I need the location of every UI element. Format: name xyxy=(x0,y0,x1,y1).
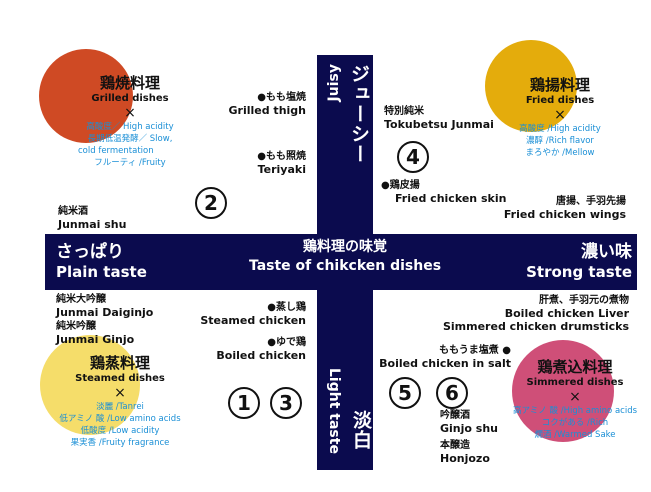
cross-icon: × xyxy=(124,105,136,121)
item-jp: ●もも塩焼 xyxy=(257,92,306,103)
item-jp: ●ゆで鶏 xyxy=(267,337,306,348)
sake-honjozo: 本醸造 Honjozo xyxy=(440,440,490,465)
dish-grilled-jp: 鶏焼料理 xyxy=(99,74,160,92)
item-fried-skin: ●鶏皮揚 Fried chicken skin xyxy=(381,180,506,205)
axis-top-en: Juisy xyxy=(326,64,342,102)
sake-en: Ginjo shu xyxy=(440,422,498,435)
sake-jp: 純米酒 xyxy=(58,206,88,217)
number-3-badge: 3 xyxy=(270,387,302,419)
note: 長期低温発酵／ Slow, xyxy=(87,134,173,144)
item-en: Boiled chicken in salt xyxy=(379,357,511,370)
dish-fried: 鶏揚料理 Fried dishes × 高酸度 /High acidity 濃醇… xyxy=(500,76,620,159)
title-jp: 鶏料理の味覚 xyxy=(303,239,387,255)
item-steamed-chicken: ●蒸し鶏 Steamed chicken xyxy=(200,302,306,327)
sake-daiginjo: 純米大吟醸 Junmai Daiginjo xyxy=(56,294,153,319)
item-teriyaki: ●もも照焼 Teriyaki xyxy=(257,151,306,176)
sake-ginjo-shu: 吟醸酒 Ginjo shu xyxy=(440,410,498,435)
note: 濃醇 /Rich flavor xyxy=(526,136,594,146)
number-1-badge: 1 xyxy=(228,387,260,419)
sake-en: Junmai shu xyxy=(58,218,127,231)
axis-right-en: Strong taste xyxy=(526,263,632,281)
chart-title: 鶏料理の味覚 Taste of chikcken dishes xyxy=(200,238,490,276)
cross-icon: × xyxy=(554,107,566,123)
item-boiled-chicken: ●ゆで鶏 Boiled chicken xyxy=(216,337,306,362)
sake-en: Junmai Ginjo xyxy=(56,333,135,346)
axis-top-jp: ジューシー xyxy=(348,64,370,164)
sake-jp: 純米大吟醸 xyxy=(56,294,106,305)
item-grilled-thigh: ●もも塩焼 Grilled thigh xyxy=(229,92,307,117)
note: cold fermentation xyxy=(78,146,154,156)
item-en: Fried chicken skin xyxy=(395,192,507,205)
item-jp: ●蒸し鶏 xyxy=(267,302,306,313)
fried-circle xyxy=(485,40,577,132)
item-en: Boiled chicken xyxy=(216,349,306,362)
note: 低アミノ 酸 /Low amino acids xyxy=(59,414,181,424)
sake-en: Junmai Daiginjo xyxy=(56,306,154,319)
dish-steamed-en: Steamed dishes xyxy=(75,373,165,384)
dish-fried-en: Fried dishes xyxy=(525,95,595,106)
dish-grilled-en: Grilled dishes xyxy=(91,93,169,104)
sake-jp: 吟醸酒 xyxy=(440,410,470,421)
dish-fried-jp: 鶏揚料理 xyxy=(529,76,590,94)
number-2-badge: 2 xyxy=(195,187,227,219)
note: 燗酒 /Warmed Sake xyxy=(534,430,616,440)
item-en: Teriyaki xyxy=(257,163,306,176)
axis-left-en: Plain taste xyxy=(56,263,147,281)
number-5-badge: 5 xyxy=(389,377,421,409)
note: フルーティ /Fruity xyxy=(94,158,166,168)
dish-steamed-jp: 鶏蒸料理 xyxy=(89,354,150,372)
dish-steamed: 鶏蒸料理 Steamed dishes × 淡麗 /Tanrei 低アミノ 酸 … xyxy=(50,354,190,449)
item-jp: ももうま塩煮 ● xyxy=(439,345,511,356)
axis-bottom-jp: 淡白 xyxy=(350,410,372,450)
number-6-badge: 6 xyxy=(436,377,468,409)
dish-simmered: 鶏煮込料理 Simmered dishes × 高アミノ 酸 /High ami… xyxy=(505,358,645,441)
dish-grilled: 鶏焼料理 Grilled dishes × 高酸度／ High acidity … xyxy=(60,74,200,169)
number-4-badge: 4 xyxy=(397,141,429,173)
item-jp: ●もも照焼 xyxy=(257,151,306,162)
item-en: Simmered chicken drumsticks xyxy=(442,320,629,333)
sake-en: Tokubetsu Junmai xyxy=(384,118,494,131)
item-liver: 肝煮、手羽元の煮物 Boiled chicken Liver Simmered … xyxy=(443,295,629,333)
item-salt: ももうま塩煮 ● Boiled chicken in salt xyxy=(379,345,511,370)
sake-jp: 本醸造 xyxy=(440,440,470,451)
axis-left: さっぱり Plain taste xyxy=(56,242,147,282)
simmered-circle xyxy=(512,340,614,442)
cross-icon: × xyxy=(114,385,126,401)
note: 低酸度 /Low acidity xyxy=(80,426,160,436)
steamed-circle xyxy=(40,335,140,435)
item-en: Boiled chicken Liver xyxy=(504,307,629,320)
item-jp: ●鶏皮揚 xyxy=(381,180,420,191)
axis-right-jp: 濃い味 xyxy=(581,242,632,262)
note: コクがある /Rich xyxy=(541,418,609,428)
axis-left-jp: さっぱり xyxy=(56,242,124,262)
axis-bottom-en: Light taste xyxy=(326,368,342,454)
horizontal-axis-bar xyxy=(45,234,637,290)
title-en: Taste of chikcken dishes xyxy=(248,258,442,274)
item-en: Grilled thigh xyxy=(228,104,307,117)
sake-tokubetsu: 特別純米 Tokubetsu Junmai xyxy=(384,106,494,131)
cross-icon: × xyxy=(569,389,581,405)
note: 果実香 /Fruity fragrance xyxy=(70,438,170,448)
note: 高アミノ 酸 /High amino acids xyxy=(512,406,638,416)
sake-jp: 純米吟醸 xyxy=(56,321,96,332)
sake-junmai-shu: 純米酒 Junmai shu xyxy=(58,206,126,231)
dish-simmered-en: Simmered dishes xyxy=(526,377,624,388)
note: まろやか /Mellow xyxy=(525,148,595,158)
sake-en: Honjozo xyxy=(440,452,490,465)
item-fried-wings: 唐揚、手羽先揚 Fried chicken wings xyxy=(504,196,626,221)
grilled-circle xyxy=(39,49,133,143)
note: 高酸度／ High acidity xyxy=(86,122,174,132)
sake-jp: 特別純米 xyxy=(384,106,424,117)
axis-right: 濃い味 Strong taste xyxy=(520,242,632,282)
note: 高酸度 /High acidity xyxy=(519,124,601,134)
sake-junmai-ginjo: 純米吟醸 Junmai Ginjo xyxy=(56,321,134,346)
item-jp: 唐揚、手羽先揚 xyxy=(556,196,626,207)
dish-simmered-jp: 鶏煮込料理 xyxy=(537,358,613,376)
item-en: Fried chicken wings xyxy=(503,208,626,221)
item-jp: 肝煮、手羽元の煮物 xyxy=(539,295,629,306)
item-en: Steamed chicken xyxy=(200,314,306,327)
note: 淡麗 /Tanrei xyxy=(96,402,144,412)
